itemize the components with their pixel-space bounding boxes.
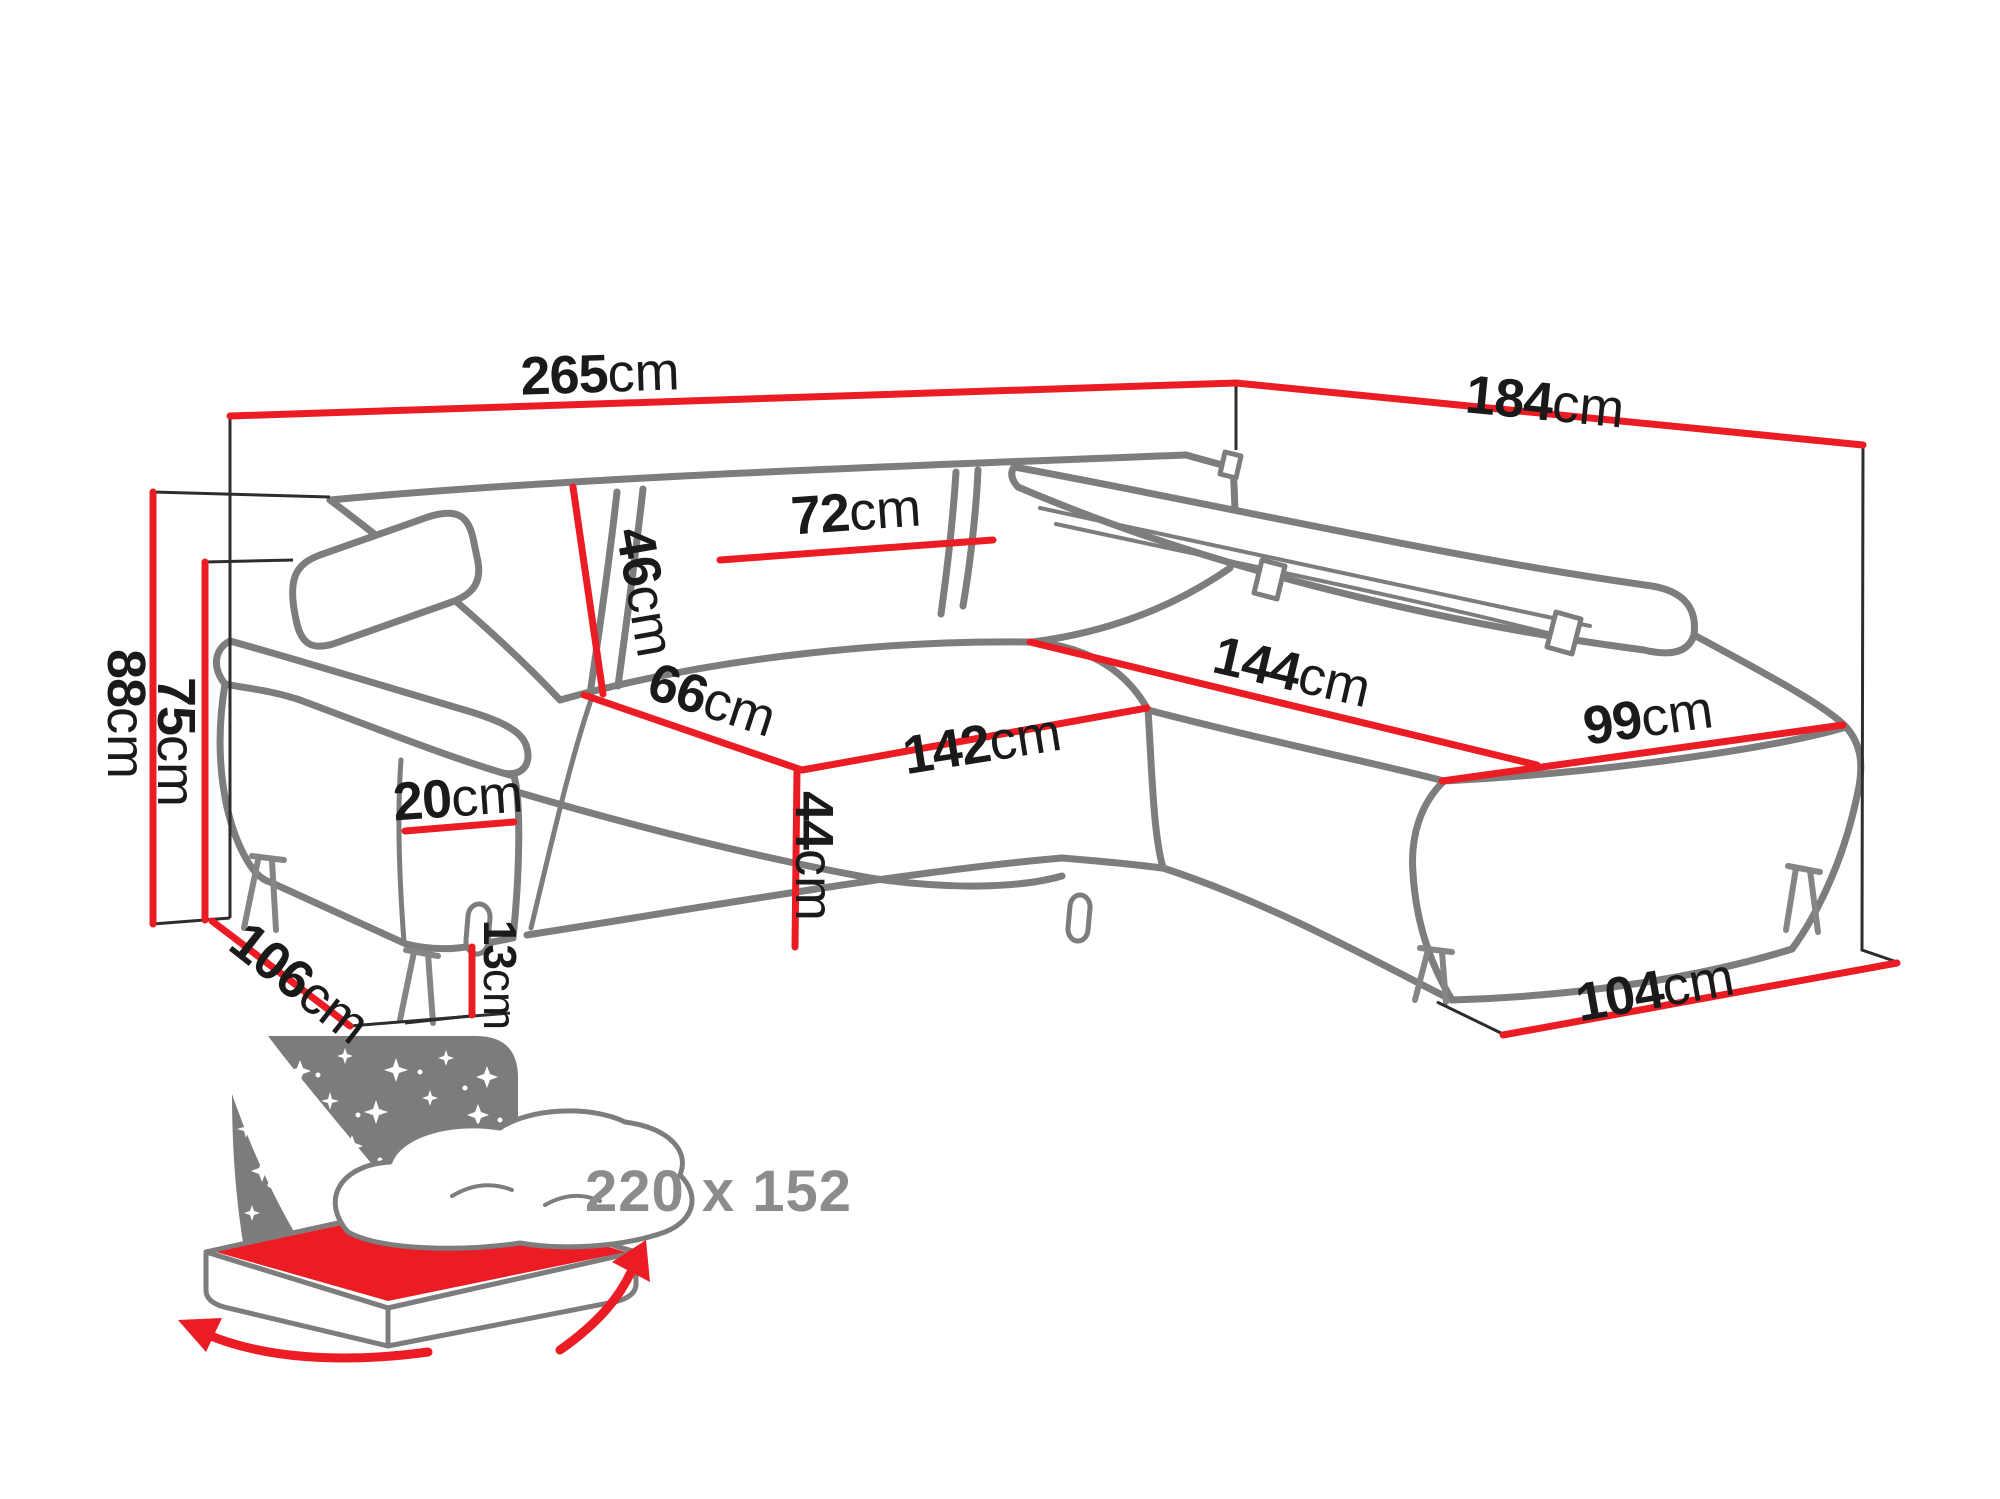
- dimension-line-seat-front-width: [798, 704, 1151, 774]
- dimension-label-back-cushion-width: 72cm: [789, 477, 923, 547]
- backrest-top-edge: [326, 451, 1190, 504]
- seat-back-edge: [556, 638, 1152, 714]
- sleeping-area-size-label: 220 x 152: [585, 1159, 853, 1224]
- dimension-line-chaise-seat-width: [1438, 721, 1847, 785]
- chaise-bottom-left-edge: [1159, 864, 1456, 1004]
- dimension-line-seat-depth: [580, 691, 806, 774]
- projection-line: [152, 490, 331, 499]
- seat-left-seam: [528, 694, 595, 931]
- mattress-front-left: [203, 1249, 391, 1349]
- armrest-front-seam: [396, 757, 407, 945]
- seat-bottom-edge: [523, 854, 1166, 939]
- dimension-line-side-depth: [208, 917, 354, 1030]
- chaise-front-top-edge: [1144, 706, 1448, 785]
- pad-rail: [1038, 506, 1592, 628]
- dimension-line-back-cushion-width: [716, 536, 997, 564]
- projection-line: [204, 558, 294, 564]
- projection-line: [1436, 1000, 1504, 1036]
- blanket-fold: [450, 1183, 514, 1198]
- pad-bracket: [1544, 609, 1584, 657]
- dimension-line-back-cushion-height: [569, 483, 607, 698]
- dimension-line-total-width: [226, 379, 1240, 420]
- dimension-label-ground-clearance: 13cm: [474, 919, 526, 1031]
- projection-line: [1860, 444, 1898, 964]
- bed-arrow-width: [201, 1329, 433, 1363]
- chaise-front-round-edge: [1440, 723, 1850, 785]
- dimension-label-total-height: 88cm: [96, 648, 156, 780]
- bed-arrowhead: [178, 1318, 222, 1352]
- corner-edge: [1028, 451, 1239, 646]
- dimension-lines: [149, 379, 1901, 1039]
- bed-arrow-length: [555, 1265, 637, 1355]
- sofa-leg: [397, 947, 441, 1026]
- chaise-armrest-pad: [1008, 463, 1698, 657]
- projection-lines: [152, 383, 1898, 1036]
- sofa-leg: [1783, 863, 1823, 935]
- sleeping-function-icon: [178, 1036, 695, 1363]
- dimension-line-seat-height: [791, 766, 801, 951]
- dimension-line-chaise-length: [1026, 638, 1541, 769]
- pad-rail: [1054, 522, 1554, 636]
- back-cushion-seam: [937, 468, 960, 618]
- dimension-line-total-depth: [1232, 379, 1867, 449]
- sofa-outline: [213, 449, 1865, 1026]
- sofa-leg: [241, 853, 287, 933]
- drawer-handle: [1065, 892, 1093, 944]
- corner-post: [1217, 449, 1244, 481]
- bed-arrowhead: [612, 1240, 650, 1282]
- projection-line: [404, 1014, 471, 1025]
- blanket-fold: [543, 1193, 602, 1207]
- sofa-leg: [1412, 945, 1455, 1005]
- dimension-line-armrest-width: [401, 818, 518, 835]
- dimension-label-armrest-width: 20cm: [391, 763, 525, 833]
- chaise-bottom-edge: [1448, 945, 1796, 1004]
- back-cushion-seam: [614, 485, 647, 690]
- dimension-label-total-depth: 184cm: [1462, 364, 1628, 440]
- bed-size-arrows: [178, 1240, 650, 1363]
- dimension-line-chaise-side-width: [1499, 959, 1901, 1039]
- sofa-legs: [241, 853, 1823, 1026]
- back-cushion-seam: [586, 488, 621, 698]
- chaise-front-left-edge: [1409, 777, 1456, 1004]
- armrest-headrest-pad: [289, 509, 483, 650]
- dimension-label-backrest-height: 75cm: [146, 676, 206, 808]
- blanket: [332, 1108, 695, 1251]
- seat-front-edge: [513, 788, 1066, 890]
- dimension-label-total-width: 265cm: [519, 341, 681, 407]
- dimension-label-seat-height: 44cm: [784, 790, 844, 922]
- projection-line: [152, 916, 231, 926]
- bed-blanket: [332, 1108, 695, 1251]
- pad-bracket: [1251, 557, 1288, 602]
- chaise-left-edge: [1144, 706, 1167, 872]
- chaise-right-edge: [1690, 631, 1865, 953]
- armrest-front: [216, 680, 523, 953]
